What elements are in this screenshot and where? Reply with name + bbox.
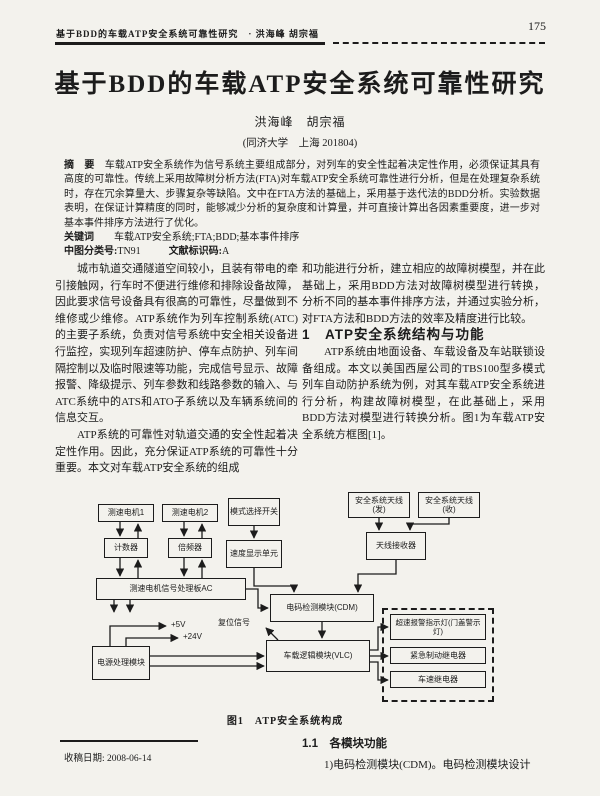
affiliation: (同济大学 上海 201804) bbox=[242, 138, 358, 149]
diagram-box-alarm-lamp: 超速报警指示灯(门盖警示灯) bbox=[390, 614, 486, 640]
left-paragraph-2: ATP系统的可靠性对轨道交通的安全性起着决定性作用。因此，充分保证ATP系统的可… bbox=[55, 428, 298, 475]
diagram-box-cdm: 电码检测模块(CDM) bbox=[270, 594, 374, 622]
left-column: 城市轨道交通隧道空间较小，且装有带电的牵引接触网，行车时不便进行维修和排除设备故… bbox=[55, 261, 298, 487]
right-column: 和功能进行分析，建立相应的故障树模型，并在此基础上，采用BDD方法对故障树模型进… bbox=[302, 261, 545, 487]
diagram-box-vlc: 车载逻辑模块(VLC) bbox=[266, 640, 370, 672]
diagram-box-power-module: 电源处理模块 bbox=[92, 646, 150, 680]
section-1-1-heading: 1.1 各模块功能 bbox=[302, 738, 387, 750]
paper-title: 基于BDD的车载ATP安全系统可靠性研究 bbox=[54, 71, 546, 98]
clc-label: 中图分类号: bbox=[64, 246, 118, 258]
abstract-text: 车载ATP安全系统作为信号系统主要组成部分，对列车的安全性起着决定性作用，必须保… bbox=[64, 160, 540, 229]
diagram-box-antenna-receiver: 天线接收器 bbox=[366, 532, 426, 560]
diagram-box-speed-relay: 车速继电器 bbox=[390, 671, 486, 688]
diagram-label-reset-signal: 复位信号 bbox=[218, 618, 250, 627]
footnote-rule bbox=[60, 740, 198, 742]
diagram-box-mode-switch: 模式选择开关 bbox=[228, 498, 280, 526]
header-rule-dashed bbox=[333, 42, 545, 44]
received-label: 收稿日期: bbox=[64, 754, 105, 764]
diagram-vehicle-interface-group bbox=[382, 608, 494, 702]
figure-1-diagram: 测速电机1 测速电机2 模式选择开关 安全系统天线(发) 安全系统天线(收) 计… bbox=[70, 490, 500, 705]
abstract-block: 摘 要 车载ATP安全系统作为信号系统主要组成部分，对列车的安全性起着决定性作用… bbox=[64, 159, 540, 260]
page-number: 175 bbox=[528, 19, 546, 33]
diagram-label-5v: +5V bbox=[171, 620, 186, 629]
diagram-box-frequency-multiplier: 倍频器 bbox=[168, 538, 212, 558]
diagram-box-speed-motor-2: 测速电机2 bbox=[162, 504, 218, 522]
left-paragraph-1: 城市轨道交通隧道空间较小，且装有带电的牵引接触网，行车时不便进行维修和排除设备故… bbox=[55, 263, 298, 425]
received-date-line: 收稿日期: 2008-06-14 bbox=[64, 750, 151, 764]
doc-code-label: 文献标识码: bbox=[168, 246, 223, 258]
figure-1-caption: 图1 ATP安全系统构成 bbox=[226, 716, 344, 727]
diagram-box-antenna-right: 安全系统天线(收) bbox=[418, 492, 480, 518]
doc-code-value: A bbox=[222, 246, 230, 258]
right-paragraph-2: ATP系统由地面设备、车载设备及车站联锁设备组成。本文以美国西屋公司的TBS10… bbox=[302, 345, 545, 441]
diagram-box-emergency-brake-relay: 紧急制动继电器 bbox=[390, 647, 486, 664]
classification-line: 中图分类号:TN91 文献标识码:A bbox=[64, 245, 540, 259]
running-title: 基于BDD的车载ATP安全系统可靠性研究 bbox=[56, 29, 239, 39]
keywords-label: 关键词 bbox=[64, 232, 94, 244]
clc-value: TN91 bbox=[117, 246, 141, 258]
diagram-box-antenna-left: 安全系统天线(发) bbox=[348, 492, 410, 518]
diagram-box-counter: 计数器 bbox=[104, 538, 148, 558]
running-header: 基于BDD的车载ATP安全系统可靠性研究 · 洪海峰 胡宗福 bbox=[56, 27, 319, 40]
received-date: 2008-06-14 bbox=[107, 754, 152, 764]
abstract-paragraph: 摘 要 车载ATP安全系统作为信号系统主要组成部分，对列车的安全性起着决定性作用… bbox=[64, 159, 540, 231]
section-1-heading: 1 ATP安全系统结构与功能 bbox=[302, 327, 485, 343]
running-authors: · 洪海峰 胡宗福 bbox=[248, 29, 319, 39]
authors: 洪海峰 胡宗福 bbox=[254, 115, 346, 129]
diagram-box-speed-motor-1: 测速电机1 bbox=[98, 504, 154, 522]
diagram-label-24v: +24V bbox=[183, 632, 202, 641]
right-paragraph-1: 和功能进行分析，建立相应的故障树模型，并在此基础上，采用BDD方法对故障树模型进… bbox=[302, 263, 545, 325]
keywords-text: 车载ATP安全系统;FTA;BDD;基本事件排序 bbox=[114, 232, 300, 244]
diagram-box-ac-signal-board: 测速电机信号处理板AC bbox=[96, 578, 246, 600]
right-paragraph-3: 1)电码检测模块(CDM)。电码检测模块设计 bbox=[324, 759, 531, 771]
keywords-line: 关键词 车载ATP安全系统;FTA;BDD;基本事件排序 bbox=[64, 231, 540, 245]
header-rule-solid bbox=[55, 42, 325, 45]
diagram-box-speed-display: 速度显示单元 bbox=[226, 540, 282, 568]
abstract-label: 摘 要 bbox=[64, 160, 95, 171]
